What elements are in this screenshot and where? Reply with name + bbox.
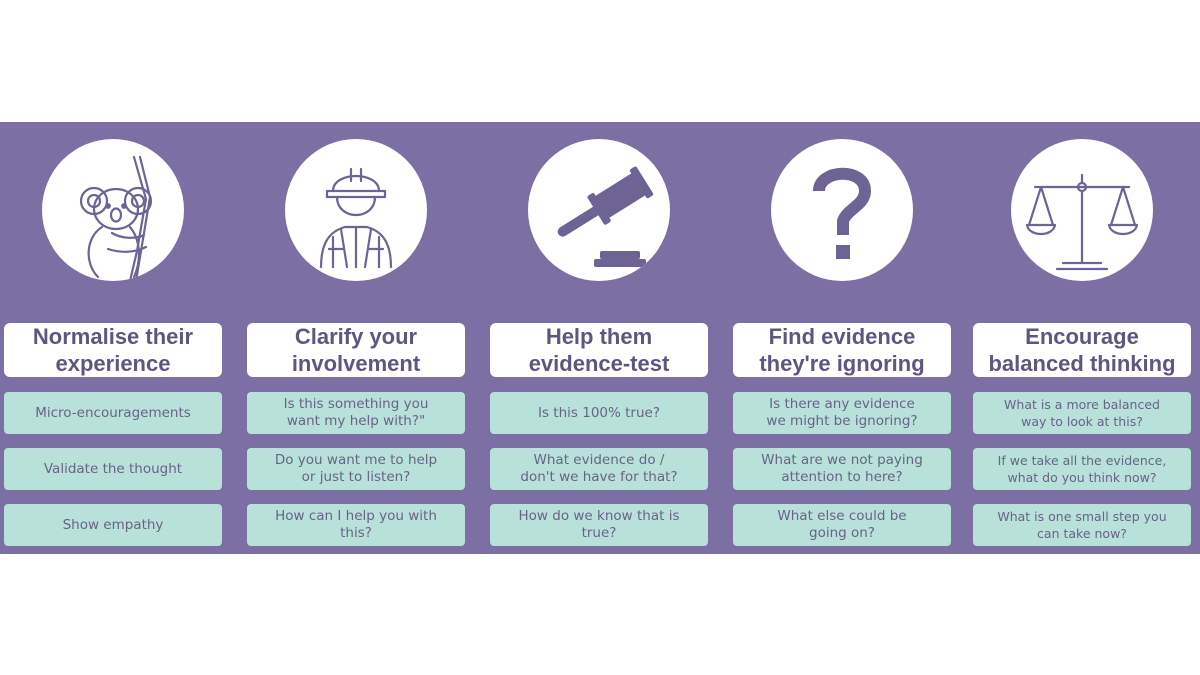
prompt-card: Is this something you want my help with?…	[247, 392, 465, 434]
column-title-text: Find evidence they're ignoring	[759, 324, 925, 376]
prompt-text: Do you want me to help or just to listen…	[274, 452, 438, 485]
column-balanced: Encourage balanced thinking What is a mo…	[973, 122, 1191, 554]
construction-worker-icon	[285, 139, 427, 281]
prompt-card: What is a more balanced way to look at t…	[973, 392, 1191, 434]
balance-scale-icon	[1011, 139, 1153, 281]
prompt-text: If we take all the evidence, what do you…	[997, 453, 1167, 485]
column-title: Normalise their experience	[4, 323, 222, 377]
column-clarify: Clarify your involvement Is this somethi…	[247, 122, 465, 554]
prompt-card: What else could be going on?	[733, 504, 951, 546]
prompt-card: If we take all the evidence, what do you…	[973, 448, 1191, 490]
prompt-text: Is this 100% true?	[538, 404, 660, 421]
prompt-card: Is this 100% true?	[490, 392, 708, 434]
purple-band: Normalise their experience Micro-encoura…	[0, 122, 1200, 554]
column-title: Find evidence they're ignoring	[733, 323, 951, 377]
prompt-card: How can I help you with this?	[247, 504, 465, 546]
prompt-card: Micro-encouragements	[4, 392, 222, 434]
column-title-text: Normalise their experience	[32, 324, 194, 376]
gavel-icon	[528, 139, 670, 281]
prompt-text: Validate the thought	[43, 460, 183, 477]
prompt-text: What else could be going on?	[777, 508, 907, 541]
prompt-card: How do we know that is true?	[490, 504, 708, 546]
prompt-text: How do we know that is true?	[518, 508, 680, 541]
prompt-card: Show empathy	[4, 504, 222, 546]
column-evidence-test: Help them evidence-test Is this 100% tru…	[490, 122, 708, 554]
prompt-text: Is this something you want my help with?…	[283, 396, 429, 429]
prompt-card: Is there any evidence we might be ignori…	[733, 392, 951, 434]
prompt-text: Is there any evidence we might be ignori…	[766, 396, 918, 429]
column-title: Clarify your involvement	[247, 323, 465, 377]
column-title-text: Encourage balanced thinking	[988, 324, 1176, 376]
prompt-card: Validate the thought	[4, 448, 222, 490]
prompt-text: Micro-encouragements	[35, 404, 191, 421]
column-title-text: Clarify your involvement	[291, 324, 421, 376]
prompt-card: What evidence do / don't we have for tha…	[490, 448, 708, 490]
prompt-card: What are we not paying attention to here…	[733, 448, 951, 490]
column-title: Encourage balanced thinking	[973, 323, 1191, 377]
column-find-evidence: Find evidence they're ignoring Is there …	[733, 122, 951, 554]
column-title: Help them evidence-test	[490, 323, 708, 377]
prompt-text: What are we not paying attention to here…	[761, 452, 923, 485]
column-title-text: Help them evidence-test	[528, 324, 670, 376]
prompt-text: What evidence do / don't we have for tha…	[520, 452, 678, 485]
koala-icon	[42, 139, 184, 281]
prompt-text: How can I help you with this?	[275, 508, 437, 541]
prompt-card: Do you want me to help or just to listen…	[247, 448, 465, 490]
question-mark-icon	[771, 139, 913, 281]
prompt-text: What is one small step you can take now?	[997, 509, 1167, 541]
prompt-text: Show empathy	[62, 516, 164, 533]
prompt-card: What is one small step you can take now?	[973, 504, 1191, 546]
prompt-text: What is a more balanced way to look at t…	[1004, 397, 1160, 429]
column-normalise: Normalise their experience Micro-encoura…	[4, 122, 222, 554]
